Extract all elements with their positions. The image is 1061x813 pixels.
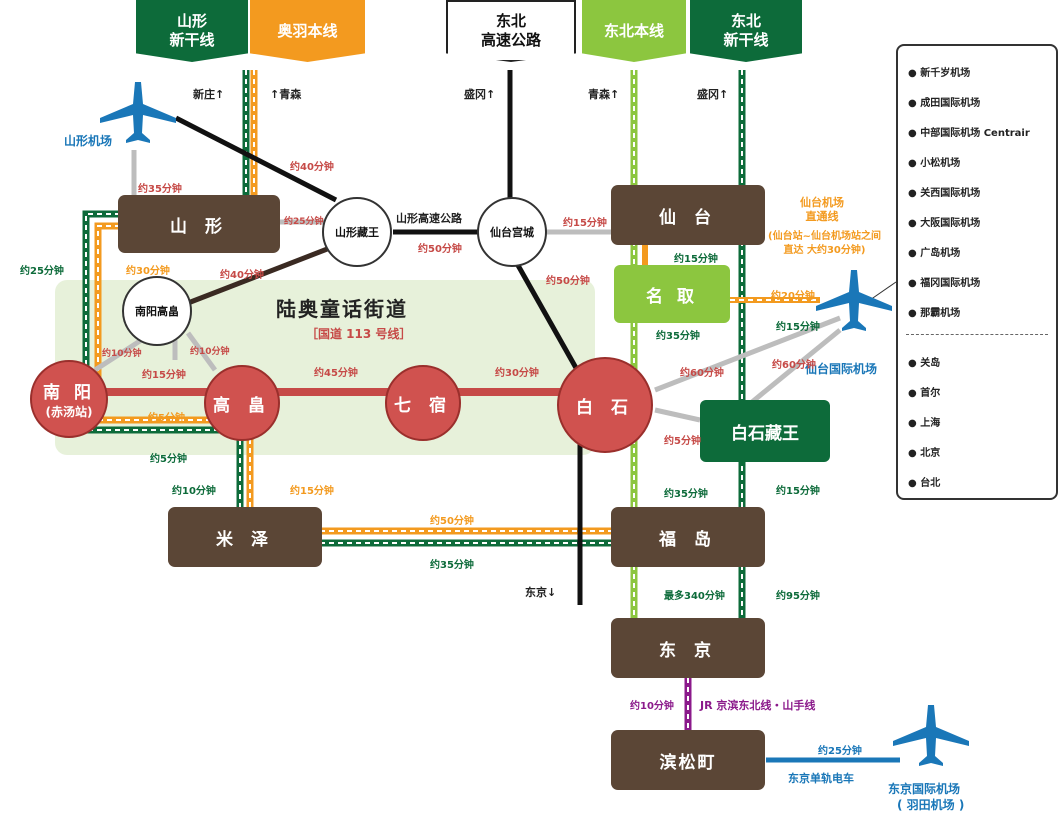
station-sendai[interactable]: 仙 台 xyxy=(611,185,765,245)
station-nanyo-sub: (赤汤站) xyxy=(45,405,93,419)
legend-item: ● 台北 xyxy=(908,478,941,489)
station-nanyo-label: 南 阳 xyxy=(43,383,95,403)
station-tokyo[interactable]: 东 京 xyxy=(611,618,765,678)
station-fukushima[interactable]: 福 岛 xyxy=(611,507,765,567)
time-label: 约15分钟 xyxy=(776,486,820,497)
legend-divider xyxy=(906,334,1048,335)
legend-item: ● 新千岁机场 xyxy=(908,68,971,79)
airplane-icon xyxy=(893,705,969,766)
time-label: 约50分钟 xyxy=(546,276,590,287)
station-shiroishi-zao[interactable]: 白石藏王 xyxy=(700,400,830,462)
time-label: 约35分钟 xyxy=(656,331,700,342)
junction-nanyo-takahata[interactable]: 南阳高畠 xyxy=(122,276,192,346)
direction-morioka-exp: 盛冈↑ xyxy=(464,88,496,101)
station-takahata[interactable]: 高 畠 xyxy=(204,365,280,441)
station-nanyo[interactable]: 南 阳 (赤汤站) xyxy=(30,360,108,438)
expressway-label: 山形高速公路 xyxy=(396,212,462,225)
junction-sendai-miyagi[interactable]: 仙台宫城 xyxy=(477,197,547,267)
time-label: 约30分钟 xyxy=(495,368,539,379)
legend-item: ● 福冈国际机场 xyxy=(908,278,981,289)
time-label: 约5分钟 xyxy=(148,413,185,424)
road-subtitle: ［国道 113 号线］ xyxy=(306,327,412,341)
road-title: 陆奥童话街道 xyxy=(276,297,408,321)
time-label: 约15分钟 xyxy=(674,254,718,265)
time-label: 约60分钟 xyxy=(772,360,816,371)
time-label: 约35分钟 xyxy=(138,184,182,195)
time-label: 约25分钟 xyxy=(818,746,862,757)
time-label: 约95分钟 xyxy=(776,591,820,602)
airplane-icon xyxy=(100,82,176,143)
time-label: 约50分钟 xyxy=(418,244,462,255)
jr-line-label: JR 京滨东北线・山手线 xyxy=(700,699,816,712)
header-tohoku-expressway: 东北 高速公路 xyxy=(446,0,576,62)
legend-item: ● 大阪国际机场 xyxy=(908,218,981,229)
time-label: 约15分钟 xyxy=(563,218,607,229)
legend-item: ● 首尔 xyxy=(908,388,941,399)
direction-shinjo: 新庄↑ xyxy=(193,88,225,101)
header-yamagata-shinkansen: 山形 新干线 xyxy=(136,0,248,62)
airport-sendai[interactable]: 仙台国际机场 xyxy=(805,362,878,376)
sendai-airport-line-detail: (仙台站~仙台机场站之间 直达 大约30分钟) xyxy=(768,231,881,256)
airport-yamagata[interactable]: 山形机场 xyxy=(64,134,113,148)
time-label: 约20分钟 xyxy=(771,291,815,302)
legend-item: ● 成田国际机场 xyxy=(908,98,981,109)
direction-aomori-tohoku: 青森↑ xyxy=(588,88,620,101)
time-label: 约35分钟 xyxy=(430,560,474,571)
direction-tokyo-exp: 东京↓ xyxy=(525,586,557,599)
airport-legend: ● 新千岁机场 ● 成田国际机场 ● 中部国际机场 Centrair ● 小松机… xyxy=(896,44,1058,500)
direction-morioka-shin: 盛冈↑ xyxy=(697,88,729,101)
time-label: 约10分钟 xyxy=(102,349,142,359)
time-label: 约5分钟 xyxy=(664,436,701,447)
airport-haneda[interactable]: 东京国际机场 xyxy=(888,782,961,796)
legend-item: ● 小松机场 xyxy=(908,158,961,169)
station-hamamatsucho[interactable]: 滨松町 xyxy=(611,730,765,790)
time-label: 约40分钟 xyxy=(220,270,264,281)
direction-aomori-ou: ↑青森 xyxy=(270,88,302,101)
legend-item: ● 那霸机场 xyxy=(908,308,961,319)
sendai-airport-line xyxy=(642,245,820,303)
header-tohoku-shinkansen: 东北 新干线 xyxy=(690,0,802,62)
header-tohoku-line: 东北本线 xyxy=(582,0,686,62)
time-label: 约30分钟 xyxy=(126,266,170,277)
station-shiroishi[interactable]: 白 石 xyxy=(557,357,653,453)
legend-item: ● 北京 xyxy=(908,448,941,459)
time-label: 约50分钟 xyxy=(430,516,474,527)
legend-item: ● 关岛 xyxy=(908,358,941,369)
time-label: 约5分钟 xyxy=(150,454,187,465)
airplane-icon xyxy=(816,270,892,331)
time-label: 约40分钟 xyxy=(290,162,334,173)
station-shichikashuku[interactable]: 七 宿 xyxy=(385,365,461,441)
time-label: 约10分钟 xyxy=(630,701,674,712)
time-label: 最多340分钟 xyxy=(664,591,725,602)
time-label: 约10分钟 xyxy=(190,347,230,357)
time-label: 约15分钟 xyxy=(290,486,334,497)
station-natori[interactable]: 名 取 xyxy=(614,265,730,323)
time-label: 约45分钟 xyxy=(314,368,358,379)
time-label: 约60分钟 xyxy=(680,368,724,379)
legend-item: ● 广岛机场 xyxy=(908,248,961,259)
legend-item: ● 中部国际机场 Centrair xyxy=(908,128,1030,139)
time-label: 约35分钟 xyxy=(664,489,708,500)
sendai-airport-line-title: 仙台机场 直通线 xyxy=(800,196,844,223)
header-ou-line: 奥羽本线 xyxy=(250,0,365,62)
station-yamagata[interactable]: 山 形 xyxy=(118,195,280,253)
station-yonezawa[interactable]: 米 泽 xyxy=(168,507,322,567)
time-label: 约25分钟 xyxy=(20,266,64,277)
legend-item: ● 关西国际机场 xyxy=(908,188,981,199)
expressways xyxy=(174,70,583,605)
car-routes xyxy=(93,150,842,423)
monorail-label: 东京单轨电车 xyxy=(788,772,854,785)
legend-item: ● 上海 xyxy=(908,418,941,429)
time-label: 约15分钟 xyxy=(776,322,820,333)
time-label: 约25分钟 xyxy=(284,217,324,227)
junction-yamagata-zao[interactable]: 山形藏王 xyxy=(322,197,392,267)
time-label: 约15分钟 xyxy=(142,370,186,381)
airport-haneda-sub: ( 羽田机场 ) xyxy=(897,798,965,812)
time-label: 约10分钟 xyxy=(172,486,216,497)
